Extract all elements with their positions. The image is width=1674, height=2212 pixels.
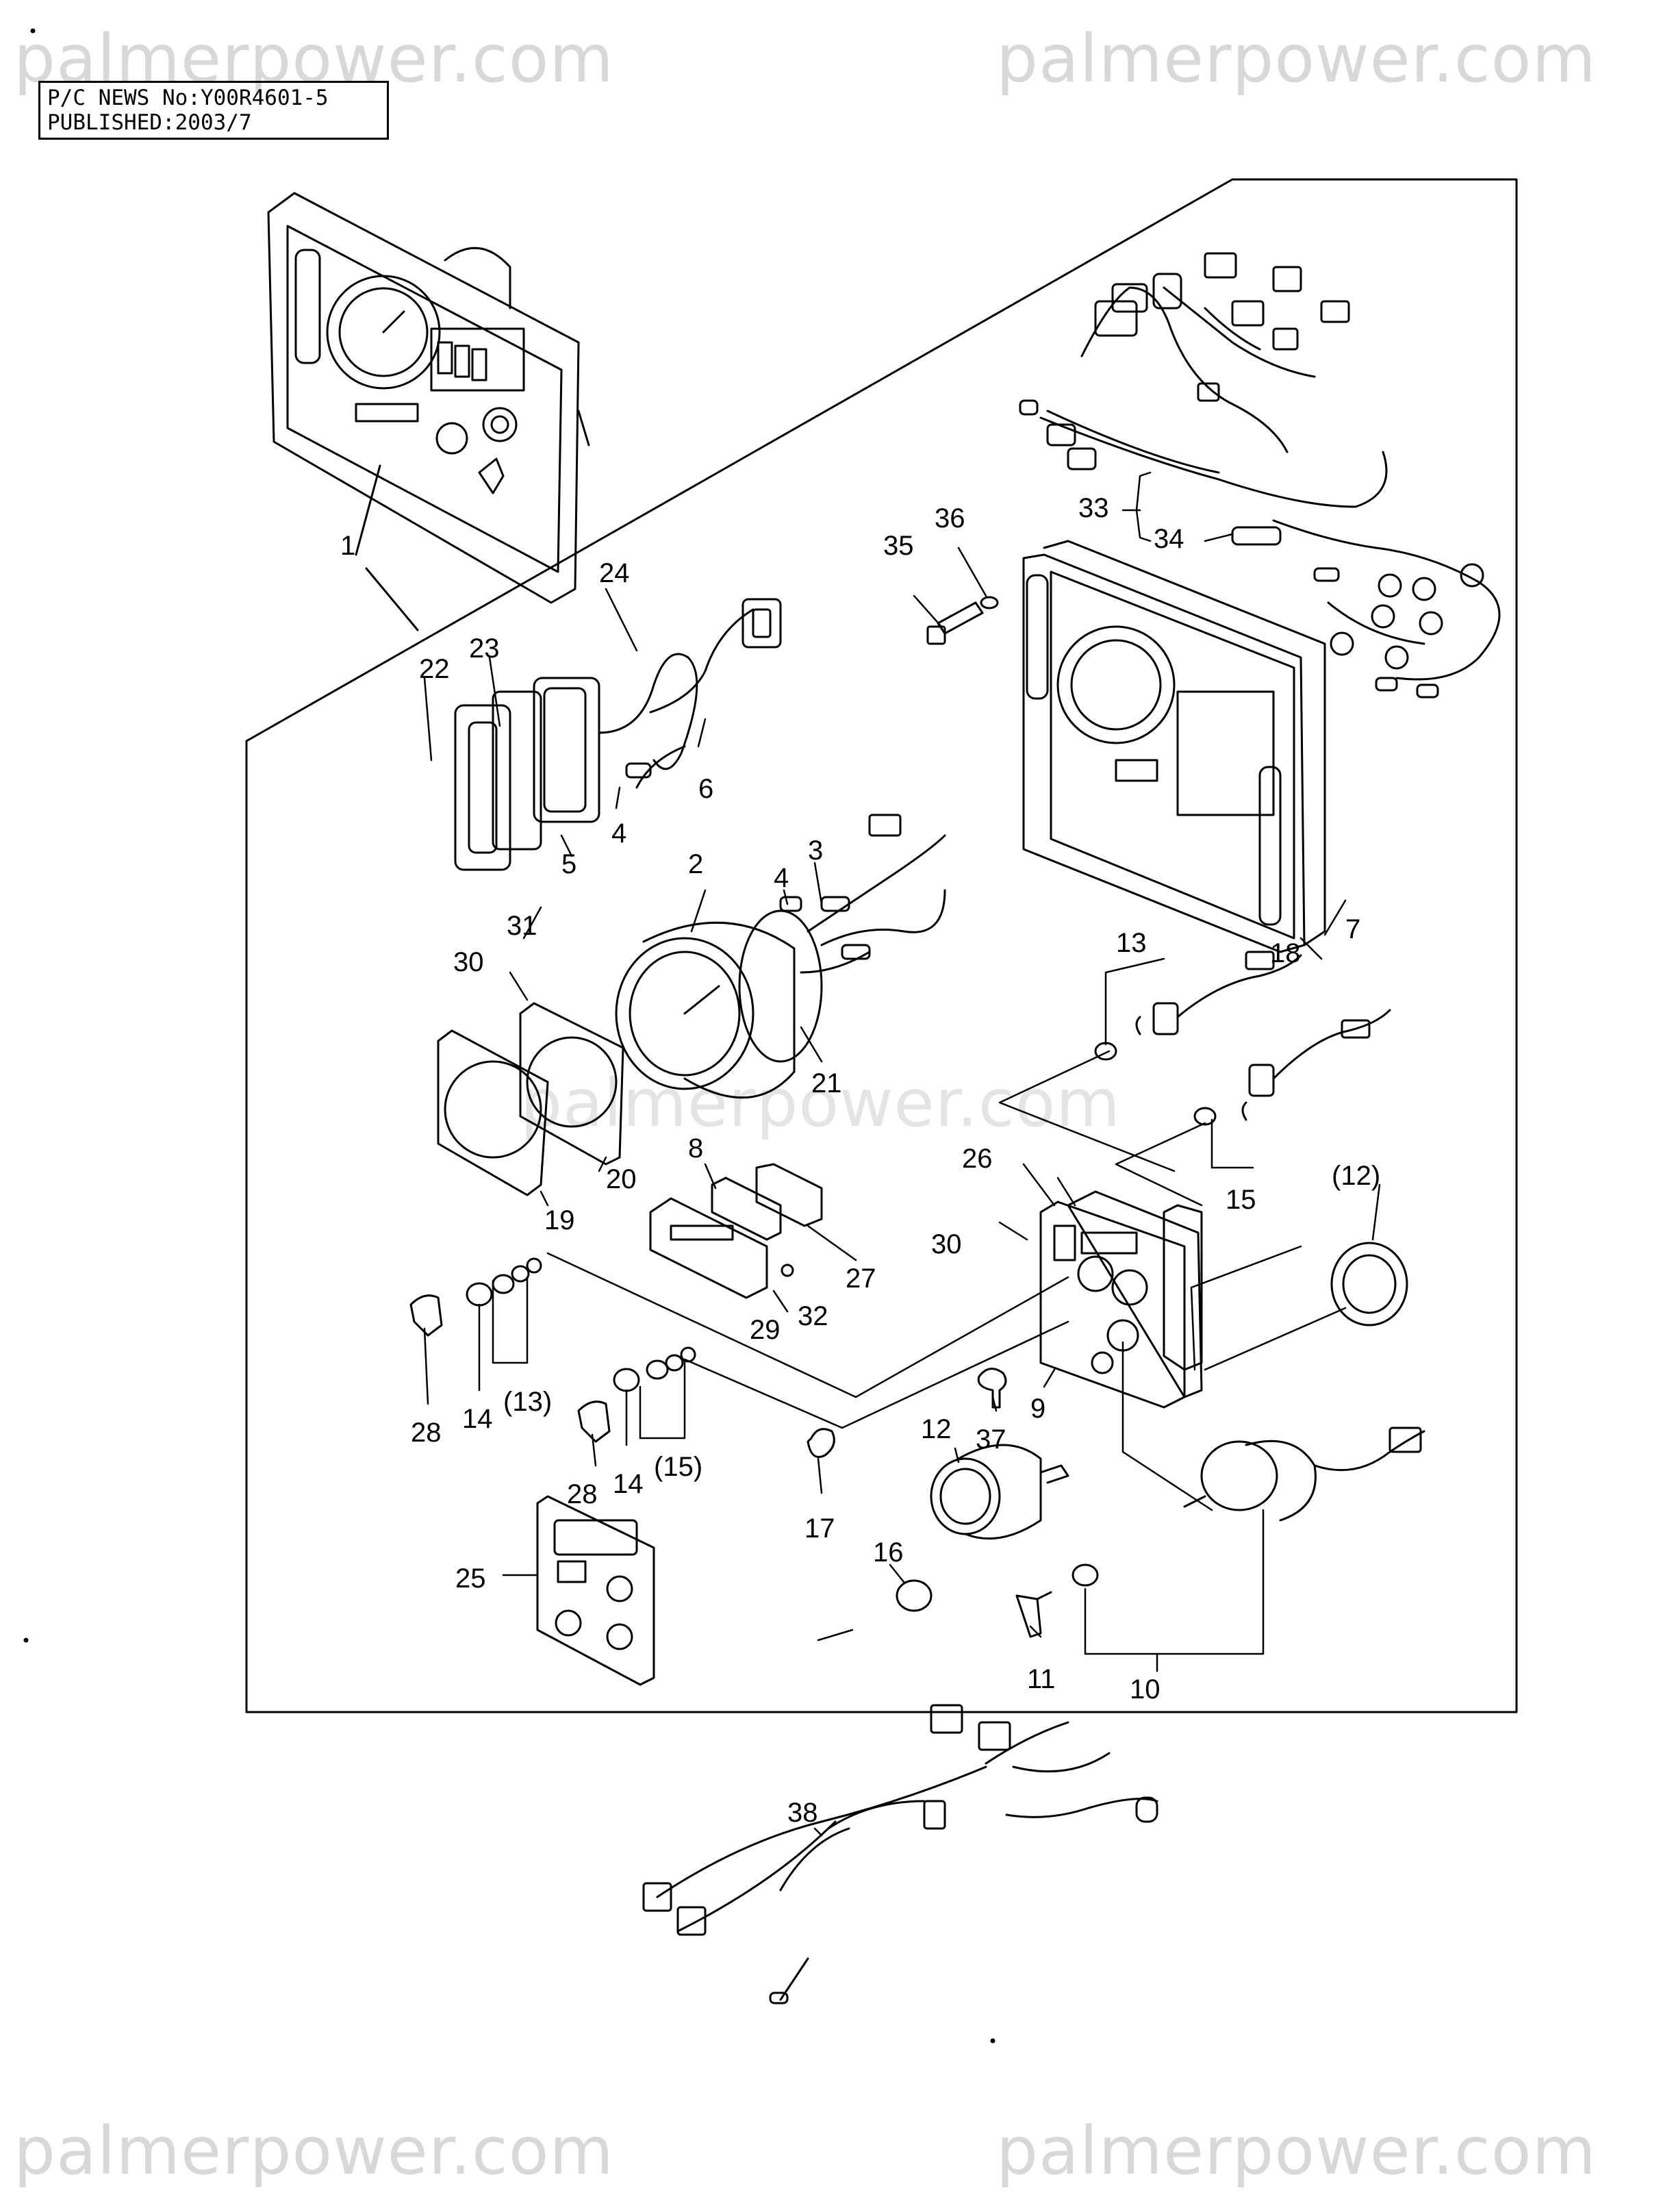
label-13: 13 bbox=[1116, 928, 1147, 958]
knob-28-left bbox=[409, 1294, 443, 1337]
exploded-view-frame bbox=[245, 178, 1518, 1713]
wire-24-6 bbox=[598, 598, 782, 789]
clip-17 bbox=[807, 1428, 835, 1458]
watermark-bottom-right: palmerpower.com bbox=[996, 2113, 1597, 2189]
tachometer-2 bbox=[615, 814, 946, 1099]
label-22: 22 bbox=[419, 654, 450, 684]
label-18: 18 bbox=[1270, 938, 1301, 968]
label-27: 27 bbox=[846, 1264, 876, 1294]
label-8: 8 bbox=[688, 1133, 703, 1164]
bezel-22 bbox=[454, 704, 511, 871]
watermark-bottom-left: palmerpower.com bbox=[14, 2113, 614, 2189]
watermark-top-right: palmerpower.com bbox=[996, 21, 1597, 97]
label-10: 10 bbox=[1130, 1674, 1161, 1705]
bolt-35-36 bbox=[926, 596, 999, 645]
label-37: 37 bbox=[976, 1424, 1006, 1455]
stray-dot-bottom bbox=[990, 2038, 995, 2044]
label-30a: 30 bbox=[453, 947, 484, 977]
label-7: 7 bbox=[1345, 914, 1360, 944]
ring-20 bbox=[519, 1002, 624, 1166]
gauge-5 bbox=[533, 677, 600, 823]
label-4b: 4 bbox=[774, 863, 789, 893]
washers-13-14-left bbox=[466, 1257, 542, 1307]
label-11: 11 bbox=[1027, 1664, 1056, 1694]
label-12p: (12) bbox=[1332, 1161, 1380, 1191]
label-9: 9 bbox=[1030, 1394, 1045, 1424]
ring-nut-12p bbox=[1330, 1242, 1408, 1327]
rear-panel-18 bbox=[1022, 553, 1306, 953]
cap-16 bbox=[896, 1579, 933, 1612]
label-19: 19 bbox=[544, 1205, 575, 1235]
pc-news-box: P/C NEWS No:Y00R4601-5 PUBLISHED:2003/7 bbox=[38, 81, 389, 140]
knob-28-right bbox=[577, 1400, 611, 1443]
key-switch-10 bbox=[1071, 1427, 1425, 1587]
meter-12 bbox=[930, 1444, 1069, 1540]
label-14b: 14 bbox=[613, 1469, 644, 1499]
washers-15-14-right bbox=[613, 1346, 696, 1392]
label-3: 3 bbox=[808, 835, 823, 866]
key-11 bbox=[1015, 1591, 1052, 1638]
main-wiring-harness bbox=[1019, 252, 1501, 699]
plug-37 bbox=[977, 1368, 1007, 1409]
toggle-switch-13 bbox=[1094, 951, 1302, 1061]
part-labels: 1 24 23 22 6 4 5 31 2 3 4 30 21 20 19 8 … bbox=[340, 493, 1380, 1828]
label-26: 26 bbox=[962, 1144, 993, 1174]
label-33: 33 bbox=[1078, 493, 1109, 523]
label-1: 1 bbox=[340, 531, 355, 561]
label-30b: 30 bbox=[931, 1229, 962, 1259]
label-23: 23 bbox=[469, 633, 500, 664]
label-35: 35 bbox=[883, 531, 914, 561]
label-20: 20 bbox=[606, 1164, 637, 1194]
label-28a: 28 bbox=[411, 1418, 442, 1448]
label-29: 29 bbox=[750, 1315, 781, 1345]
gasket-7 bbox=[1043, 540, 1326, 946]
lamp-assembly-8 bbox=[649, 1163, 823, 1299]
label-25: 25 bbox=[455, 1563, 486, 1594]
label-21: 21 bbox=[811, 1068, 842, 1098]
cover-plate-25 bbox=[536, 1495, 655, 1686]
label-14a: 14 bbox=[462, 1404, 493, 1434]
pc-news-number: P/C NEWS No:Y00R4601-5 bbox=[47, 86, 329, 110]
label-38: 38 bbox=[787, 1798, 818, 1828]
label-6: 6 bbox=[698, 774, 713, 804]
leader-1b bbox=[365, 567, 419, 631]
watermark-top-left: palmerpower.com bbox=[14, 21, 614, 97]
label-2: 2 bbox=[688, 849, 703, 879]
label-15: 15 bbox=[1226, 1185, 1256, 1215]
leader-1 bbox=[355, 464, 381, 556]
label-15p: (15) bbox=[654, 1452, 702, 1482]
label-5: 5 bbox=[561, 849, 576, 879]
switch-panel-9 bbox=[1039, 1190, 1203, 1409]
stray-dot-top bbox=[30, 28, 36, 34]
label-34: 34 bbox=[1154, 524, 1184, 554]
bezel-19 bbox=[437, 1029, 549, 1196]
leader-lines bbox=[423, 471, 1381, 1837]
toggle-switch-15 bbox=[1193, 1009, 1391, 1126]
harness-38 bbox=[642, 1704, 1158, 2004]
label-16: 16 bbox=[873, 1537, 904, 1568]
label-31: 31 bbox=[507, 911, 537, 941]
label-17: 17 bbox=[804, 1513, 835, 1544]
label-4a: 4 bbox=[611, 818, 626, 849]
label-13p: (13) bbox=[503, 1387, 552, 1417]
label-36: 36 bbox=[935, 503, 965, 533]
instrument-panel-assembly bbox=[267, 192, 590, 604]
label-28b: 28 bbox=[567, 1479, 598, 1509]
pc-news-published: PUBLISHED:2003/7 bbox=[47, 110, 252, 135]
gasket-23 bbox=[492, 690, 542, 851]
stray-dot-left bbox=[23, 1637, 29, 1643]
label-32: 32 bbox=[798, 1301, 828, 1331]
label-24: 24 bbox=[599, 558, 630, 588]
label-12: 12 bbox=[921, 1414, 952, 1444]
